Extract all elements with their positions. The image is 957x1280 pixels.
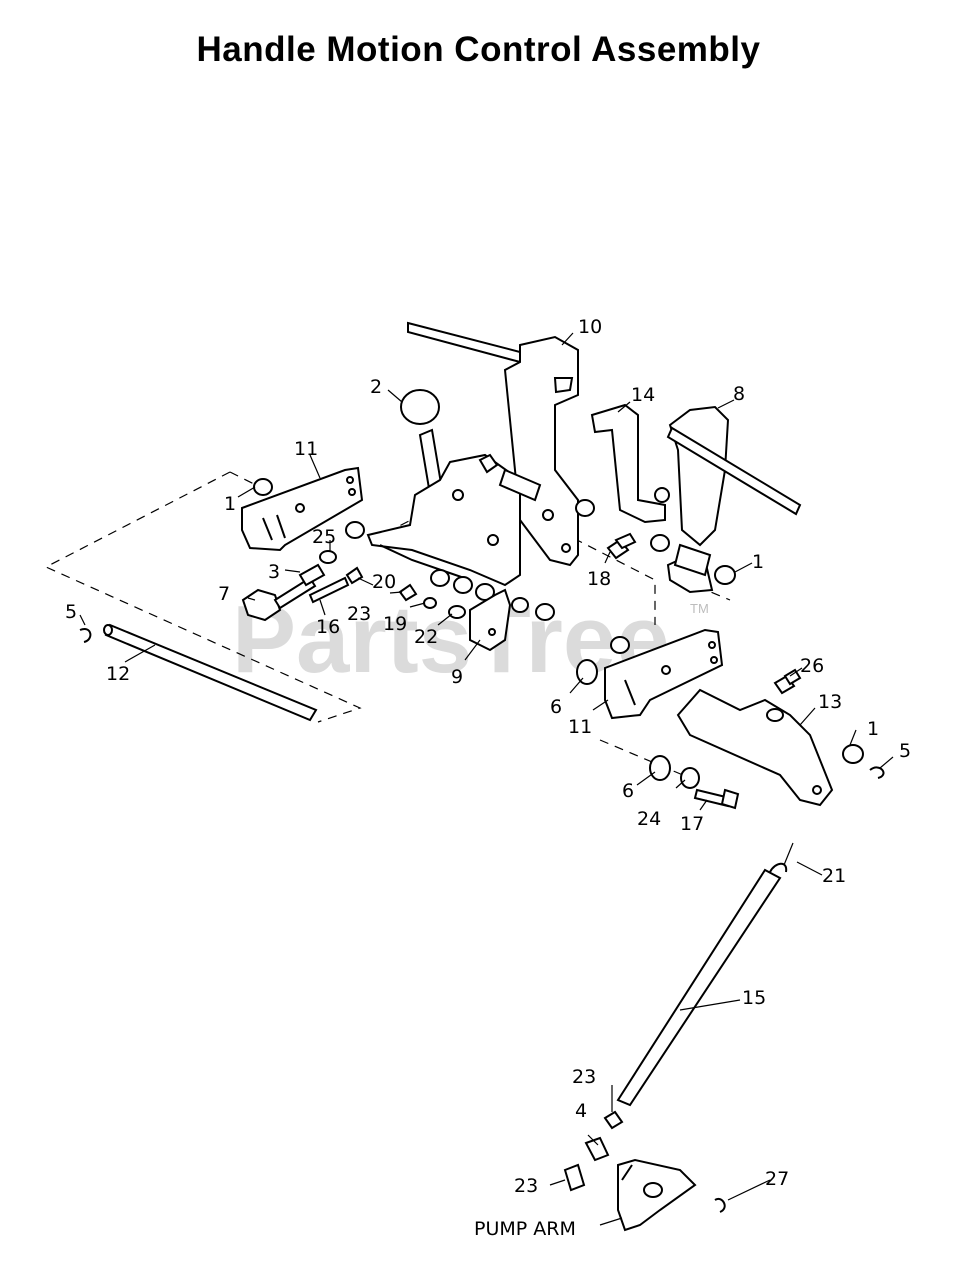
- callout-1: 1: [867, 718, 879, 740]
- bushings: [253, 453, 864, 764]
- washers-6: [576, 659, 740, 810]
- callout-12: 12: [106, 663, 130, 685]
- callout-15: 15: [742, 987, 766, 1009]
- callout-25: 25: [312, 526, 336, 548]
- leader-lines: [79, 332, 894, 1226]
- callout-24: 24: [637, 808, 661, 830]
- callout-1: 1: [224, 493, 236, 515]
- callout-19: 19: [383, 613, 407, 635]
- part-12-rod: [79, 623, 318, 722]
- part-11-bracket-upper: [241, 466, 364, 552]
- callout-18: 18: [587, 568, 611, 590]
- part-11-bracket-lower: [604, 628, 724, 720]
- callout-6: 6: [622, 780, 634, 802]
- callout-23: 23: [572, 1066, 596, 1088]
- part-15-rod: [616, 842, 794, 1107]
- callout-20: 20: [372, 571, 396, 593]
- callout-5: 5: [65, 601, 77, 623]
- callout-11: 11: [294, 438, 318, 460]
- part-9-plate: [469, 588, 512, 652]
- callout-22: 22: [414, 626, 438, 648]
- callout-9: 9: [451, 666, 463, 688]
- pump-arm-label: PUMP ARM: [474, 1218, 576, 1240]
- callout-2: 2: [370, 376, 382, 398]
- callout-26: 26: [800, 655, 824, 677]
- callout-11: 11: [568, 716, 592, 738]
- callout-16: 16: [316, 616, 340, 638]
- callout-4: 4: [575, 1100, 587, 1122]
- callout-1: 1: [752, 551, 764, 573]
- callout-17: 17: [680, 813, 704, 835]
- central-control-bracket: [366, 428, 521, 587]
- part-14-bracket: [590, 403, 670, 524]
- callout-23: 23: [514, 1175, 538, 1197]
- callout-8: 8: [733, 383, 745, 405]
- part-13-bracket: [676, 668, 885, 807]
- callout-27: 27: [765, 1168, 789, 1190]
- callout-13: 13: [818, 691, 842, 713]
- callout-23: 23: [347, 603, 371, 625]
- part-10-handle: [407, 321, 579, 567]
- callout-10: 10: [578, 316, 602, 338]
- callout-14: 14: [631, 384, 655, 406]
- callout-7: 7: [218, 583, 230, 605]
- callout-5: 5: [899, 740, 911, 762]
- part-2-knob: [400, 389, 440, 425]
- callout-labels: 1 1 1 2 3 4 5 5 6 6 7 8 9 10 11 11 12 13…: [65, 316, 911, 1240]
- trademark-mark: TM: [690, 601, 709, 616]
- callout-21: 21: [822, 865, 846, 887]
- callout-6: 6: [550, 696, 562, 718]
- left-hardware: [241, 532, 637, 622]
- diagram-title: Handle Motion Control Assembly: [196, 30, 761, 69]
- pump-arm-assembly: [563, 1110, 726, 1232]
- callout-3: 3: [268, 561, 280, 583]
